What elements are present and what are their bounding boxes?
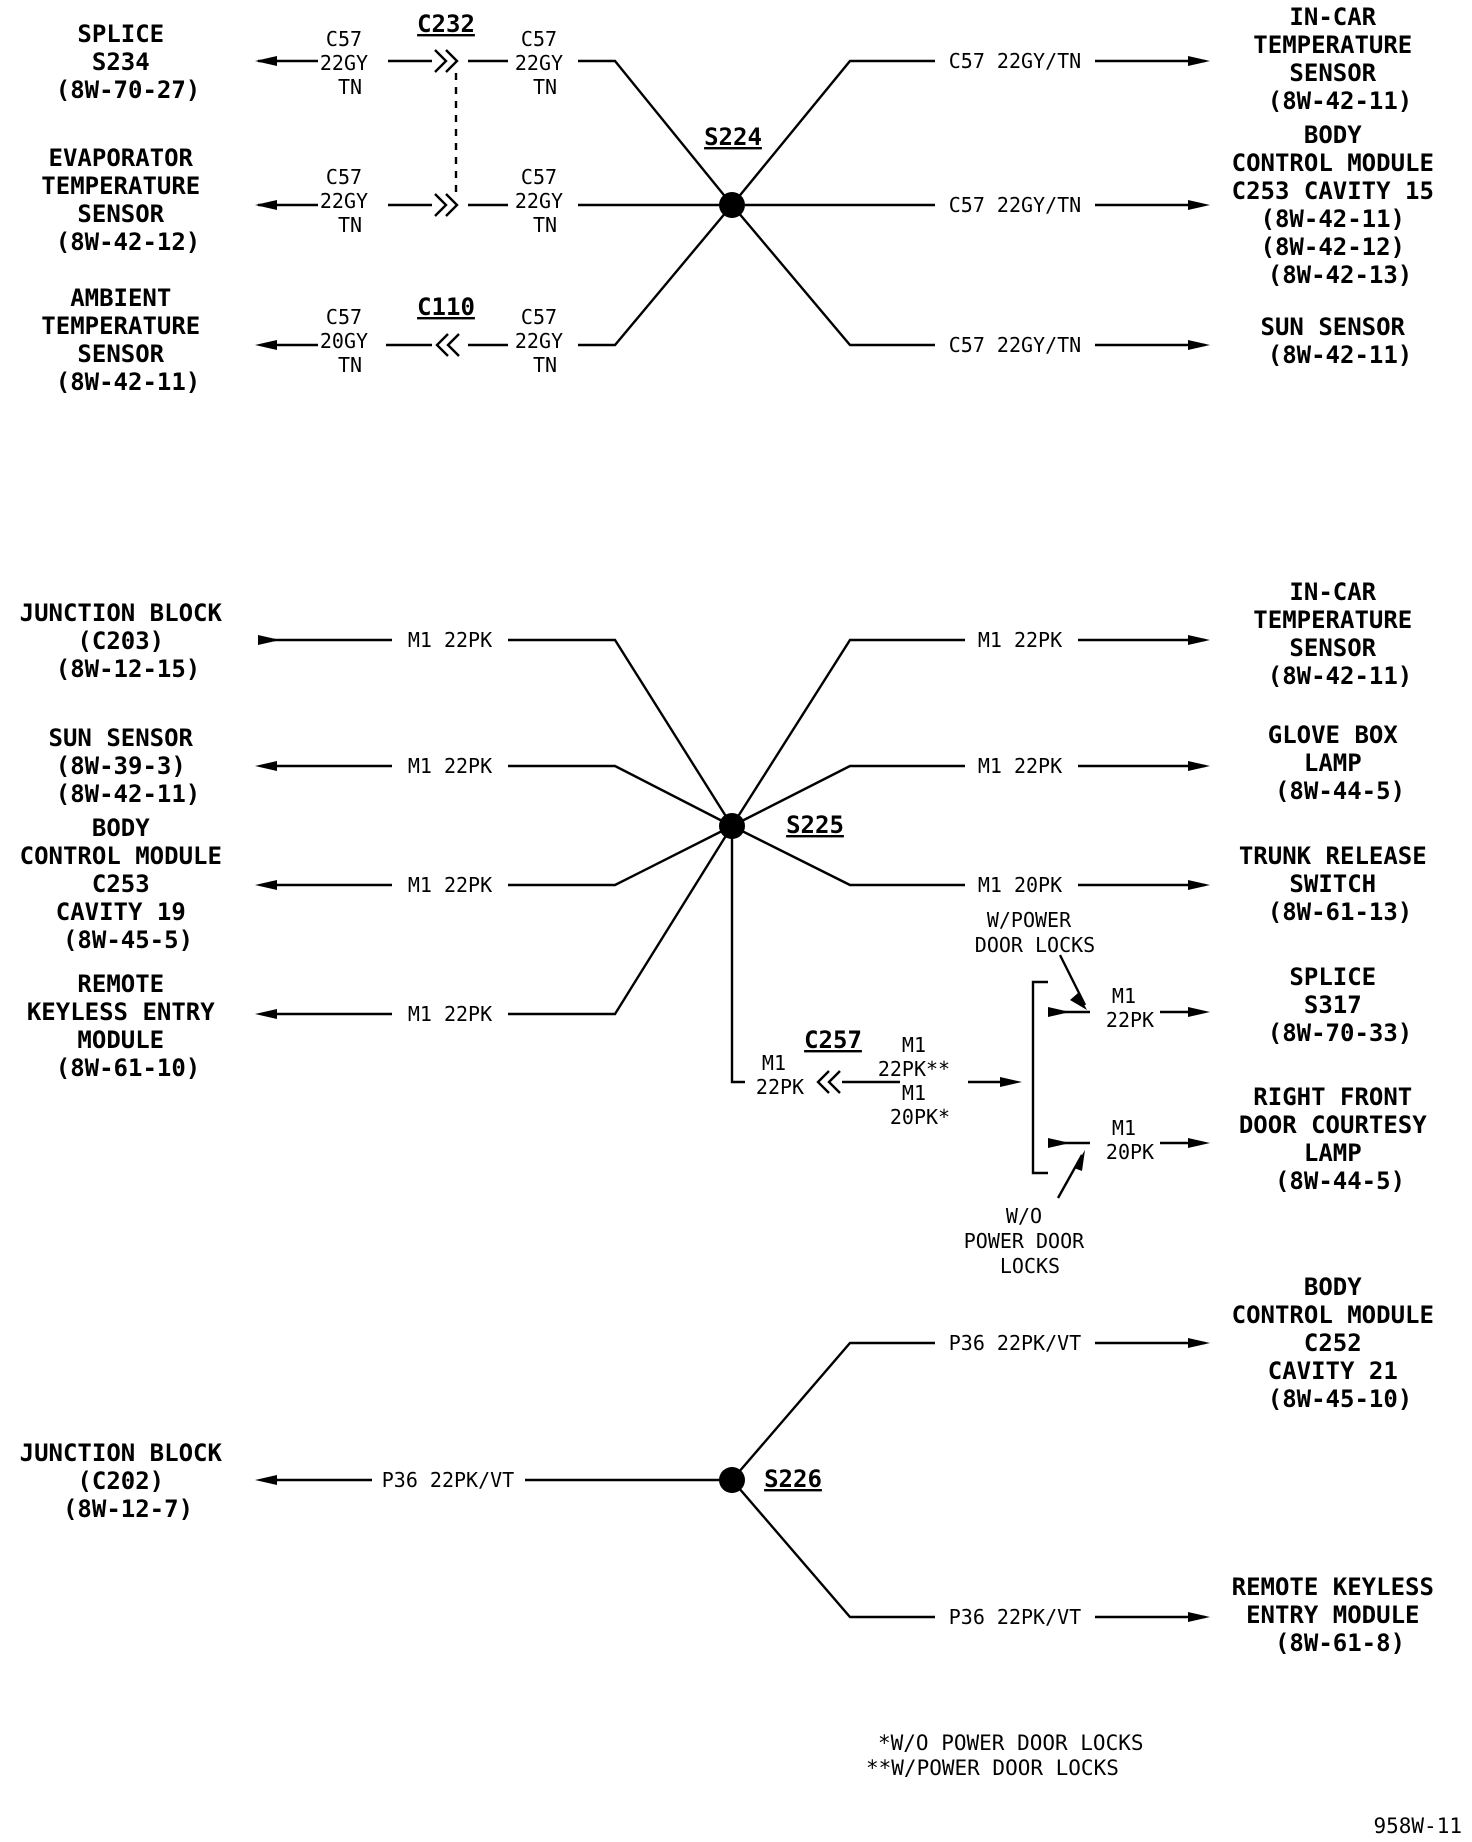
s224-wire-l3-d <box>578 204 733 347</box>
arrow-head <box>255 340 277 350</box>
s225-left-3-label: REMOTE KEYLESS ENTRY MODULE (8W-61-10) <box>27 970 229 1082</box>
s225-wire-l0-label: M1 22PK <box>408 628 492 652</box>
s225-right-2-label: TRUNK RELEASE SWITCH (8W-61-13) <box>1239 842 1441 926</box>
arrow-head <box>1048 1007 1070 1017</box>
s224-wire-l3-inner-label: C57 22GY TN <box>515 305 575 377</box>
arrow-head <box>1188 56 1210 66</box>
c232-connector-icon <box>434 49 459 73</box>
s225-right-1-label: GLOVE BOX LAMP (8W-44-5) <box>1268 721 1413 805</box>
option-bracket <box>1031 980 1048 1175</box>
s224-wire-r1-a <box>731 59 935 206</box>
s225-wire-r2-a <box>731 824 965 887</box>
s224-right-2-label: SUN SENSOR (8W-42-11) <box>1261 313 1420 369</box>
s224-wire-r2-label: C57 22GY/TN <box>949 193 1081 217</box>
s226-wire-r1-label: P36 22PK/VT <box>949 1605 1081 1629</box>
arrow-head <box>1070 993 1087 1010</box>
figure-reference: 958W-11 <box>1373 1814 1462 1838</box>
s224-left-0-label: SPLICE S234 (8W-70-27) <box>56 20 201 104</box>
arrow-head <box>1074 1150 1085 1171</box>
arrow-head <box>255 200 277 210</box>
s226-right-0-label: BODY CONTROL MODULE C252 CAVITY 21 (8W-4… <box>1232 1273 1449 1413</box>
s224-wire-r1-label: C57 22GY/TN <box>949 49 1081 73</box>
splice-s225-label: S225 <box>786 811 844 839</box>
arrow-head <box>1188 1007 1210 1017</box>
s224-right-0-label: IN-CAR TEMPERATURE SENSOR (8W-42-11) <box>1253 3 1426 115</box>
s225-wire-r0-label: M1 22PK <box>978 628 1062 652</box>
s224-wire-l1-inner-label: C57 22GY TN <box>515 27 575 99</box>
arrow-head <box>1188 340 1210 350</box>
s225-wire-down <box>730 826 745 1084</box>
arrow-head <box>255 880 277 890</box>
s224-wire-l3-outer-label: C57 20GY TN <box>320 305 380 377</box>
arrow-head <box>1188 880 1210 890</box>
c257-wire-out-label: M1 22PK** M1 20PK* <box>878 1033 962 1129</box>
s226-wire-l-label: P36 22PK/VT <box>382 1468 514 1492</box>
s224-wire-l2-outer-label: C57 22GY TN <box>320 165 380 237</box>
splice-s226-label: S226 <box>764 1465 822 1493</box>
c257-connector-icon <box>816 1070 841 1094</box>
footnotes: *W/O POWER DOOR LOCKS **W/POWER DOOR LOC… <box>866 1731 1156 1780</box>
splice-s224-label: S224 <box>704 123 762 151</box>
option-with-pointer <box>1058 954 1087 1006</box>
s225-wire-r0-a <box>730 638 965 827</box>
s224-wire-l1-d <box>578 59 733 206</box>
s225-wire-l3-label: M1 22PK <box>408 1002 492 1026</box>
arrow-head <box>1188 1138 1210 1148</box>
s225-left-2-label: BODY CONTROL MODULE C253 CAVITY 19 (8W-4… <box>20 814 237 954</box>
option-without-label: W/O POWER DOOR LOCKS <box>964 1204 1096 1278</box>
s225-group: JUNCTION BLOCK (C203) (8W-12-15) SUN SEN… <box>20 578 1441 1278</box>
arrow-head <box>255 1475 277 1485</box>
c110-label: C110 <box>417 293 475 321</box>
s317-wire-label: M1 22PK <box>1106 984 1154 1032</box>
option-with-label: W/POWER DOOR LOCKS <box>975 908 1095 957</box>
c232-connector-icon <box>434 193 459 217</box>
s225-wire-r1-label: M1 22PK <box>978 754 1062 778</box>
c110-connector-icon <box>435 333 460 357</box>
s226-wire-r1-a <box>731 1479 935 1619</box>
s226-wire-r0-label: P36 22PK/VT <box>949 1331 1081 1355</box>
arrow-head <box>258 635 280 645</box>
s226-wire-r0-a <box>731 1341 935 1481</box>
arrow-head <box>1188 200 1210 210</box>
s224-right-1-label: BODY CONTROL MODULE C253 CAVITY 15 (8W-4… <box>1232 121 1449 289</box>
s224-wire-r3-label: C57 22GY/TN <box>949 333 1081 357</box>
s224-wire-r3-a <box>731 204 935 347</box>
s224-wire-l2-inner-label: C57 22GY TN <box>515 165 575 237</box>
s225-wire-r2-label: M1 20PK <box>978 873 1062 897</box>
s225-right-0-label: IN-CAR TEMPERATURE SENSOR (8W-42-11) <box>1253 578 1426 690</box>
s225-wire-l2-label: M1 22PK <box>408 873 492 897</box>
s225-wire-r1-a <box>731 764 965 828</box>
s225-left-1-label: SUN SENSOR (8W-39-3) (8W-42-11) <box>49 724 208 808</box>
arrow-head <box>255 761 277 771</box>
c257-label: C257 <box>804 1026 862 1054</box>
arrow-head <box>1048 1138 1070 1148</box>
s224-wire-l1-outer-label: C57 22GY TN <box>320 27 380 99</box>
s226-right-1-label: REMOTE KEYLESS ENTRY MODULE (8W-61-8) <box>1232 1573 1449 1657</box>
s225-left-0-label: JUNCTION BLOCK (C203) (8W-12-15) <box>20 599 237 683</box>
arrow-head <box>1188 635 1210 645</box>
s225-wire-l2-b <box>508 824 733 887</box>
arrow-head <box>255 56 277 66</box>
s225-right-3-label: SPLICE S317 (8W-70-33) <box>1268 963 1413 1047</box>
s226-left-0-label: JUNCTION BLOCK (C202) (8W-12-7) <box>20 1439 237 1523</box>
c232-label: C232 <box>417 10 475 38</box>
s224-left-1-label: EVAPORATOR TEMPERATURE SENSOR (8W-42-12) <box>41 144 214 256</box>
s224-group: SPLICE S234 (8W-70-27) EVAPORATOR TEMPER… <box>41 3 1449 396</box>
c257-wire-in-label: M1 22PK <box>756 1051 804 1099</box>
s224-left-2-label: AMBIENT TEMPERATURE SENSOR (8W-42-11) <box>41 284 214 396</box>
arrow-head <box>1188 1612 1210 1622</box>
courtesy-wire-label: M1 20PK <box>1106 1116 1154 1164</box>
s225-wire-l1-label: M1 22PK <box>408 754 492 778</box>
s225-wire-l1-b <box>508 764 733 828</box>
arrow-head <box>255 1009 277 1019</box>
s226-group: JUNCTION BLOCK (C202) (8W-12-7) P36 22PK… <box>20 1273 1449 1657</box>
s225-wire-l3-b <box>508 825 734 1016</box>
arrow-head <box>1000 1077 1022 1087</box>
s225-wire-l0-b <box>508 638 734 827</box>
arrow-head <box>1188 761 1210 771</box>
s225-right-4-label: RIGHT FRONT DOOR COURTESY LAMP (8W-44-5) <box>1239 1083 1441 1195</box>
arrow-head <box>1188 1338 1210 1348</box>
